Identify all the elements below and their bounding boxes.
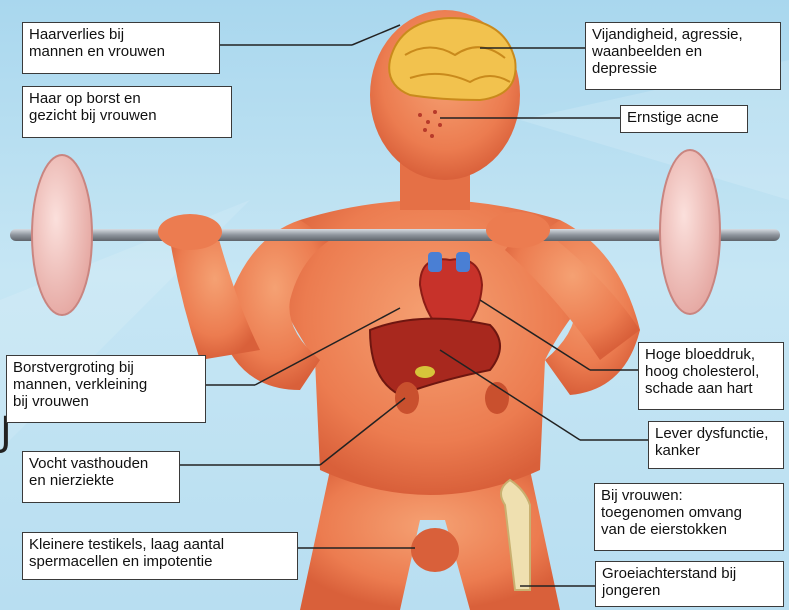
label-acne: Ernstige acne bbox=[620, 105, 748, 133]
label-hair-women: Haar op borst en gezicht bij vrouwen bbox=[22, 86, 232, 138]
label-breast: Borstvergroting bij mannen, verkleining … bbox=[6, 355, 206, 423]
label-ovaries: Bij vrouwen: toegenomen omvang van de ei… bbox=[594, 483, 784, 551]
label-hostility: Vijandigheid, agressie, waanbeelden en d… bbox=[585, 22, 781, 90]
right-hand bbox=[486, 212, 550, 248]
label-fluid: Vocht vasthouden en nierziekte bbox=[22, 451, 180, 503]
kidney-left bbox=[395, 382, 419, 414]
barbell-plate-left bbox=[32, 155, 92, 315]
label-growth: Groeiachterstand bij jongeren bbox=[595, 561, 784, 607]
barbell-plate-right bbox=[660, 150, 720, 314]
gallbladder bbox=[415, 366, 435, 378]
heart-vessel bbox=[456, 252, 470, 272]
genitals bbox=[411, 528, 459, 572]
label-liver: Lever dysfunctie, kanker bbox=[648, 421, 784, 469]
label-testicles: Kleinere testikels, laag aantal spermace… bbox=[22, 532, 298, 580]
brain bbox=[389, 18, 515, 100]
heart-vessel bbox=[428, 252, 442, 272]
label-blood-pressure: Hoge bloeddruk, hoog cholesterol, schade… bbox=[638, 342, 784, 410]
label-hair-loss: Haarverlies bij mannen en vrouwen bbox=[22, 22, 220, 74]
left-hand bbox=[158, 214, 222, 250]
